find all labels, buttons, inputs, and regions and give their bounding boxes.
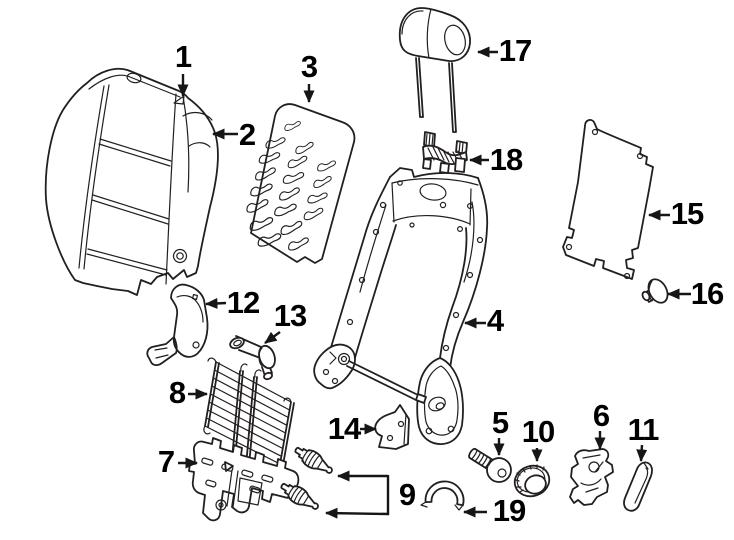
recliner-bracket [569, 448, 614, 506]
seat-back-cover [44, 67, 219, 296]
callout-label-9: 9 [398, 477, 416, 512]
callout-label-12: 12 [226, 285, 260, 320]
callout-label-2: 2 [238, 117, 256, 152]
callout-label-6: 6 [592, 398, 610, 433]
lumbar-motor-upper [294, 446, 333, 474]
lumbar-support-mat [203, 357, 295, 483]
seat-back-frame [313, 167, 489, 445]
pivot-pin [229, 335, 276, 381]
seat-back-pad [245, 103, 356, 264]
callout-label-4: 4 [486, 303, 504, 338]
callout-label-14: 14 [327, 411, 361, 446]
lumbar-motor-lower [280, 482, 319, 510]
callout-label-16: 16 [690, 276, 724, 311]
callout-arrows [177, 46, 691, 519]
callout-label-8: 8 [168, 375, 186, 410]
callout-label-11: 11 [627, 412, 660, 447]
headrest [398, 7, 471, 133]
headrest-guide [422, 131, 468, 174]
callout-label-19: 19 [492, 493, 526, 528]
callout-label-18: 18 [489, 142, 523, 177]
side-shield [146, 283, 209, 367]
finish-trim [623, 461, 653, 512]
callout-label-1: 1 [174, 39, 192, 74]
retainer-clip [641, 278, 669, 304]
callout-label-7: 7 [157, 444, 175, 479]
back-panel [562, 119, 654, 280]
callout-label-10: 10 [521, 414, 555, 449]
retainer-hook [420, 480, 465, 511]
bolt [468, 447, 512, 483]
callout-label-17: 17 [498, 33, 532, 68]
mount-bracket [374, 404, 410, 450]
lumbar-adjuster-bracket [188, 437, 300, 522]
callout-label-3: 3 [300, 49, 318, 84]
callout-label-5: 5 [491, 405, 509, 440]
adjuster-knob [513, 464, 551, 498]
callout-label-13: 13 [273, 298, 307, 333]
callout-label-15: 15 [670, 196, 704, 231]
